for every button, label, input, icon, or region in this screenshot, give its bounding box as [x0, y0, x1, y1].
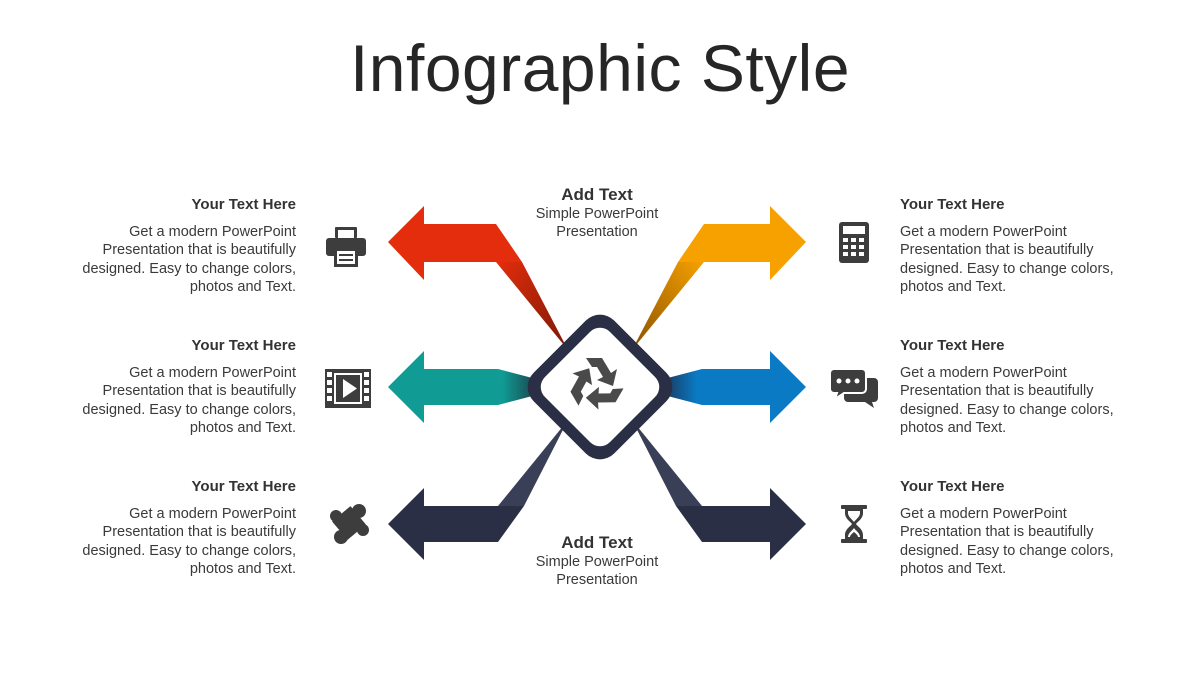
- arrow-bottom-left: [388, 420, 568, 560]
- arrow-top-left: [388, 206, 568, 350]
- block-body: Get a modern PowerPoint Presentation tha…: [900, 365, 1114, 436]
- text-block-middle-right: Your Text Here Get a modern PowerPoint P…: [900, 337, 1140, 437]
- arrow-middle-right: [660, 351, 806, 423]
- center-bottom-heading: Add Text: [561, 533, 633, 552]
- block-heading: Your Text Here: [191, 478, 296, 495]
- block-heading: Your Text Here: [900, 478, 1005, 495]
- center-bottom-line2: Presentation: [556, 572, 638, 589]
- block-body: Get a modern PowerPoint Presentation tha…: [82, 506, 296, 577]
- film-play-icon: [325, 369, 371, 408]
- text-block-top-right: Your Text Here Get a modern PowerPoint P…: [900, 196, 1140, 296]
- puzzle-piece-icon: [330, 504, 369, 544]
- text-block-bottom-left: Your Text Here Get a modern PowerPoint P…: [56, 478, 296, 578]
- block-heading: Your Text Here: [900, 196, 1005, 213]
- block-heading: Your Text Here: [900, 337, 1005, 354]
- block-body: Get a modern PowerPoint Presentation tha…: [82, 224, 296, 295]
- center-top-text: Add Text Simple PowerPoint Presentation: [497, 185, 697, 242]
- text-block-bottom-right: Your Text Here Get a modern PowerPoint P…: [900, 478, 1140, 578]
- center-hub: [527, 314, 673, 460]
- recycle-icon: [570, 358, 624, 410]
- arrow-middle-left: [388, 351, 540, 423]
- calculator-icon: [839, 222, 869, 263]
- slide-title: Infographic Style: [349, 31, 851, 105]
- block-body: Get a modern PowerPoint Presentation tha…: [900, 506, 1114, 577]
- hourglass-icon: [841, 505, 867, 543]
- center-bottom-line1: Simple PowerPoint: [535, 554, 659, 571]
- arrow-top-right: [632, 206, 806, 350]
- block-body: Get a modern PowerPoint Presentation tha…: [900, 224, 1114, 295]
- center-bottom-text: Add Text Simple PowerPoint Presentation: [497, 533, 697, 590]
- chat-bubbles-icon: [829, 368, 878, 408]
- printer-icon: [326, 227, 366, 267]
- text-block-top-left: Your Text Here Get a modern PowerPoint P…: [56, 196, 296, 296]
- block-heading: Your Text Here: [191, 337, 296, 354]
- text-block-middle-left: Your Text Here Get a modern PowerPoint P…: [56, 337, 296, 437]
- center-top-heading: Add Text: [561, 185, 633, 204]
- center-top-line2: Presentation: [556, 224, 638, 241]
- arrow-bottom-right: [632, 420, 806, 560]
- center-top-line1: Simple PowerPoint: [535, 206, 659, 223]
- block-heading: Your Text Here: [191, 196, 296, 213]
- block-body: Get a modern PowerPoint Presentation tha…: [82, 365, 296, 436]
